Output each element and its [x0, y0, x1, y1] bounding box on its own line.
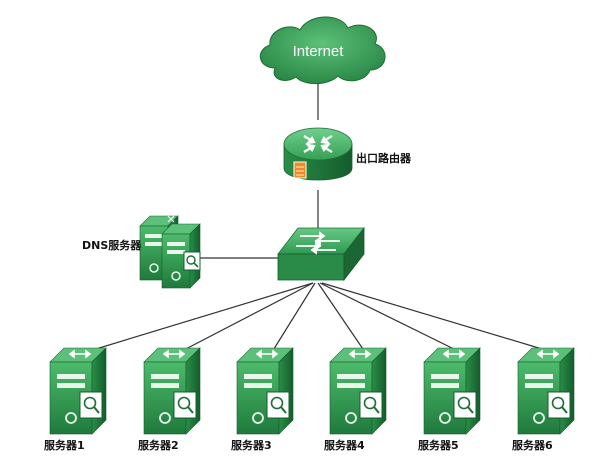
dns-server-icon [139, 215, 201, 289]
link-switch-server6 [321, 282, 553, 353]
server-5-label: 服务器5 [418, 439, 459, 452]
server-1-label: 服务器1 [44, 439, 85, 452]
router-label: 出口路由器 [356, 152, 411, 165]
server-6-icon [517, 347, 575, 435]
server-group [49, 347, 575, 435]
internet-label: Internet [293, 43, 345, 60]
link-switch-server3 [271, 282, 316, 353]
server-2-label: 服务器2 [138, 439, 179, 452]
link-switch-server4 [317, 282, 366, 353]
link-switch-server5 [319, 282, 461, 353]
server-3-icon [236, 347, 294, 435]
dns-server-label: DNS服务器 [82, 239, 142, 252]
connection-lines [85, 82, 553, 353]
internet-cloud-icon: Internet [260, 16, 386, 85]
server-3-label: 服务器3 [231, 439, 272, 452]
switch-icon [277, 226, 365, 282]
router-firewall-badge-icon [293, 161, 307, 179]
link-switch-server1 [85, 282, 314, 353]
server-4-icon [329, 347, 387, 435]
server-5-icon [423, 347, 481, 435]
server-6-label: 服务器6 [512, 439, 553, 452]
router-icon [283, 127, 353, 181]
server-1-icon [49, 347, 107, 435]
link-switch-server2 [179, 282, 314, 353]
server-4-label: 服务器4 [324, 439, 365, 452]
server-2-icon [143, 347, 201, 435]
